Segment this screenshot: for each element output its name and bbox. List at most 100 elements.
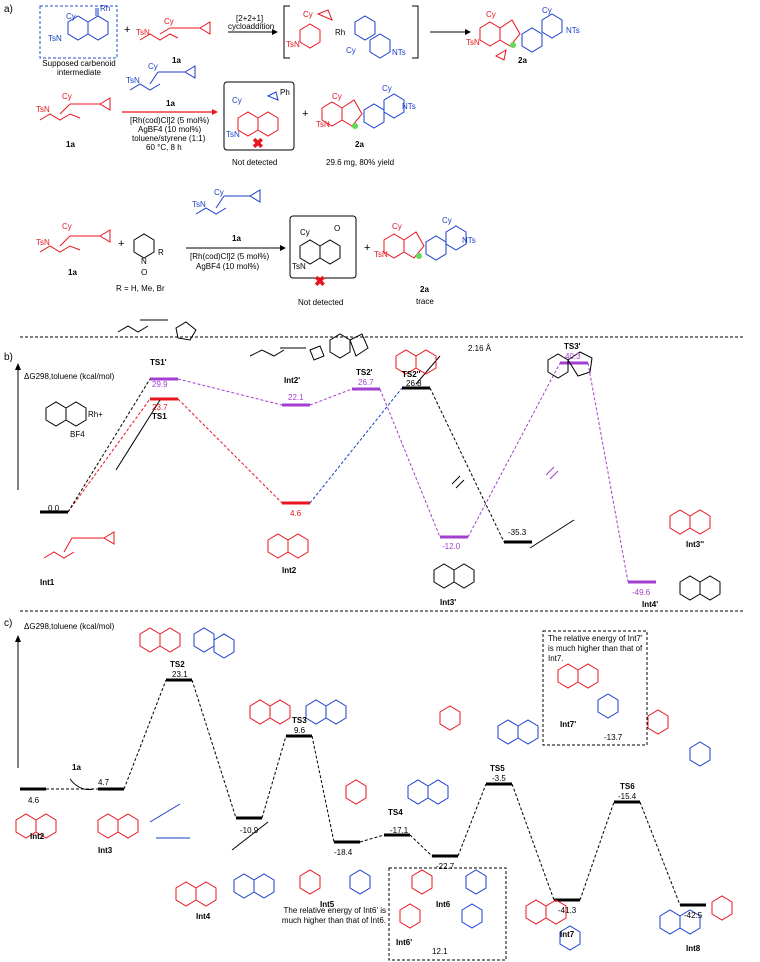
row3-2a-cy-red: Cy: [392, 222, 402, 231]
state-value-ts1: 23.7: [152, 403, 168, 412]
bracket-cy-top: Cy: [303, 10, 313, 19]
int6-c-blue: [465, 869, 487, 895]
row3-reagent-label: 1a: [232, 234, 241, 243]
reagent-row2: [129, 65, 196, 91]
product-nts: NTs: [566, 26, 580, 35]
carbenoid-caption: Supposed carbenoid intermediate: [42, 59, 116, 77]
product-cy-red: Cy: [486, 10, 496, 19]
axis-label-b: ΔG298,toluene (kcal/mol): [24, 372, 115, 381]
product-2a-row3-blue: [425, 225, 467, 261]
ts2-double-prime-structure: [395, 349, 437, 375]
level-name-int3: Int3: [98, 846, 113, 855]
row2-nd-cy: Cy: [232, 96, 242, 105]
level-name-int4: Int4: [196, 912, 211, 921]
state-value-int3-prime-prime: -35.3: [508, 528, 527, 537]
row3-2a-tsn: TsN: [374, 250, 388, 259]
row3-substrate-cy: Cy: [62, 222, 72, 231]
state-name-int2: Int2: [282, 566, 297, 575]
distance-label: 2.16 Å: [468, 344, 492, 353]
state-value-int2-prime: 22.1: [288, 393, 304, 402]
carbenoid-cy: Cy: [66, 12, 76, 21]
row3-reagent-cy: Cy: [214, 188, 224, 197]
state-value-ts1-prime: 29.9: [152, 380, 168, 389]
level-name-int8: Int8: [686, 944, 701, 953]
row3-substrate-label: 1a: [68, 268, 77, 277]
bracket-rh: Rh: [335, 28, 346, 37]
row3-2a-cy-blue: Cy: [442, 216, 452, 225]
rh-plus-int1-top: Rh+: [88, 410, 103, 419]
row3-plus: +: [118, 238, 125, 250]
ts5-c-blue: [497, 719, 539, 745]
int6-prime-note: The relative energy of Int6' is much hig…: [281, 906, 386, 925]
row2-ph: Ph: [280, 88, 290, 97]
state-value-ts3-prime: 40.3: [565, 352, 581, 361]
bracket-blue-structure: [354, 15, 391, 59]
ts3-prime-structure: [547, 351, 593, 379]
reagent-1a-c: 1a: [72, 763, 81, 772]
carbenoid-tsn: TsN: [48, 34, 62, 43]
allene-1a-structure: [139, 21, 211, 41]
int7-prime-note: The relative energy of Int7' is much hig…: [548, 634, 643, 663]
substrate-row3: [39, 229, 111, 253]
state-name-int3-prime-prime: Int3'': [686, 540, 705, 549]
int2-c-structure: [15, 813, 57, 839]
ts2-prime-structure: [329, 333, 369, 359]
state-name-int4-prime: Int4': [642, 600, 659, 609]
ts5-c-red: [439, 705, 461, 731]
row2-yield: 29.6 mg, 80% yield: [326, 158, 395, 167]
int4-c-red: [175, 881, 217, 907]
level-value-int7: -41.3: [558, 906, 577, 915]
int2-structure: [267, 533, 309, 559]
row2-reagent-label: 1a: [166, 99, 175, 108]
row2-condition-2: AgBF4 (10 mol%): [138, 125, 202, 134]
product-2a-row3-red: [383, 231, 425, 259]
panel-label-b: b): [4, 352, 13, 363]
int1-top-structure: [45, 401, 87, 427]
state-name-ts1-prime: TS1': [150, 358, 167, 367]
row1-1a-label: 1a: [172, 56, 181, 65]
row2-condition-1: [Rh(cod)Cl]2 (5 mol%): [130, 116, 210, 125]
level-value-int4: -10.9: [240, 826, 259, 835]
row3-not-detected: Not detected: [298, 298, 344, 307]
row2-2a-nts: NTs: [402, 102, 416, 111]
level-value-ts4: -17.1: [390, 826, 409, 835]
pyridine-o: O: [141, 268, 148, 277]
level-name-ts6: TS6: [620, 782, 635, 791]
row2-substrate-cy: Cy: [62, 92, 72, 101]
bracket-cy-bottom: Cy: [346, 46, 356, 55]
state-name-int1: Int1: [40, 578, 55, 587]
ts3-c-red: [249, 699, 291, 725]
not-detected-row2: [237, 111, 279, 137]
axis-label-c: ΔG298,toluene (kcal/mol): [24, 622, 115, 631]
int8-c-blue: [659, 909, 701, 935]
int1-structure: [43, 531, 115, 559]
level-name-int5: Int5: [320, 900, 335, 909]
row2-reagent-tsn: TsN: [126, 76, 140, 85]
row2-reagent-cy: Cy: [148, 62, 158, 71]
row3-nd-cy: Cy: [300, 228, 310, 237]
row1-plus: +: [124, 24, 131, 36]
ts4-c-red: [345, 779, 367, 805]
int3-c-red: [97, 813, 139, 839]
int8-c-red: [711, 895, 733, 921]
cross-mark-1: ✖: [252, 135, 264, 151]
state-value-int1: 0.0: [48, 504, 60, 513]
pyridine-n-oxide: [133, 233, 155, 259]
ts2-c-red: [139, 627, 181, 653]
panel-label-a: a): [4, 4, 13, 15]
bracket-red-structure: [299, 9, 333, 49]
state-value-int4-prime: -49.6: [632, 588, 651, 597]
carbenoid-rh: Rh: [100, 4, 111, 13]
bf4-int1-top: BF4: [70, 430, 85, 439]
product-2a-red: [479, 19, 521, 61]
row2-2a-tsn: TsN: [316, 120, 330, 129]
carbenoid-structure: [67, 8, 109, 41]
int3-double-prime-structure: [669, 509, 711, 535]
int6-prime-name: Int6': [396, 938, 413, 947]
int6-prime-red: [399, 903, 421, 929]
row3-condition-1: [Rh(cod)Cl]2 (5 mol%): [190, 252, 270, 261]
level-value-ts2: 23.1: [172, 670, 188, 679]
pyridine-n: N: [141, 257, 147, 266]
state-name-ts3-prime: TS3': [564, 342, 581, 351]
